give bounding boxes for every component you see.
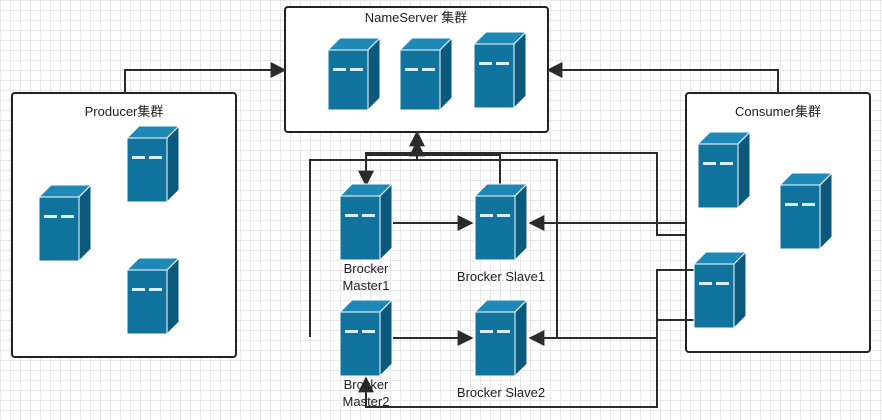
broker-slave1-label: Brocker Slave1 (457, 269, 545, 284)
producer-2-server-icon[interactable] (37, 183, 93, 263)
broker-slave2-label: Brocker Slave2 (457, 385, 545, 400)
slave1-to-nameserver-line (417, 154, 501, 185)
broker-master1-label-line2: Master1 (343, 278, 390, 293)
broker-master2-server-icon[interactable] (338, 298, 394, 378)
consumer-3-server-icon[interactable] (692, 250, 748, 330)
producer-3-server-icon[interactable] (125, 256, 181, 336)
nameserver-1-server-icon[interactable] (326, 36, 382, 112)
consumer-cluster-label: Consumer集群 (735, 104, 821, 119)
master-to-nameserver-arrow (365, 140, 425, 185)
broker-master2-label-line1: Brocker (344, 377, 389, 392)
nameserver-cluster-label: NameServer 集群 (365, 10, 468, 25)
broker-slave1-server-icon[interactable] (473, 182, 529, 262)
producer-to-nameserver-arrow (124, 62, 287, 93)
brokers-outer-right-line (417, 159, 558, 337)
consumer-to-slave2-arrow (528, 269, 694, 346)
consumer-to-master1-arrow (358, 152, 686, 236)
consumer-to-nameserver-arrow (546, 62, 779, 93)
consumer-to-master2-arrow (358, 319, 694, 408)
producer-1-server-icon[interactable] (125, 124, 181, 204)
consumer-1-server-icon[interactable] (696, 130, 752, 210)
broker-master2-label-line2: Master2 (343, 394, 390, 409)
nameserver-3-server-icon[interactable] (472, 30, 528, 110)
broker-master1-server-icon[interactable] (338, 182, 394, 262)
producer-cluster-label: Producer集群 (85, 104, 164, 119)
consumer-2-server-icon[interactable] (778, 171, 834, 251)
broker-slave2-server-icon[interactable] (473, 298, 529, 378)
connectors (124, 62, 779, 408)
server-icons (37, 30, 834, 378)
broker-master1-label-line1: Brocker (344, 261, 389, 276)
nameserver-2-server-icon[interactable] (398, 36, 454, 112)
